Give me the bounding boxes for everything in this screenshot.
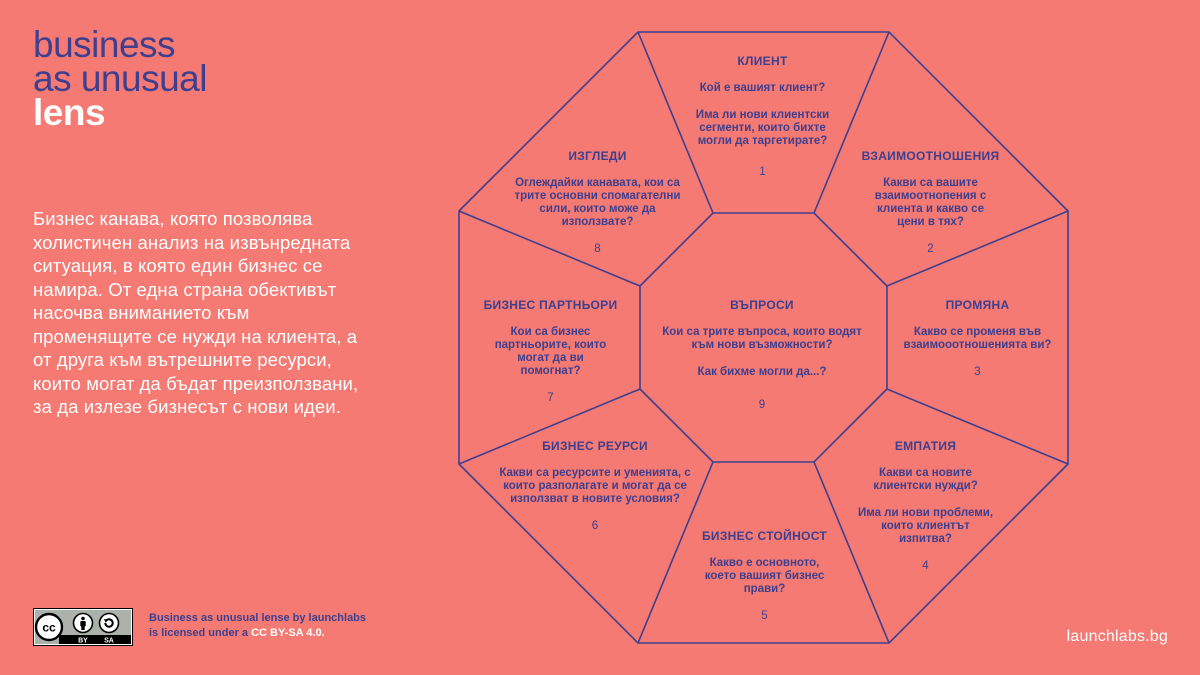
segment-title: ЕМПАТИЯ [894, 439, 957, 453]
segment-title: БИЗНЕС СТОЙНОСТ [702, 529, 827, 543]
cc-icon: cc [34, 612, 64, 642]
segment-question-2: Има ли нови проблеми, които клиентът изп… [857, 507, 994, 545]
segment-number: 4 [922, 560, 929, 572]
logo-line-as-unusual: as unusual [33, 58, 207, 99]
cc-by-sa-badge[interactable]: cc BY SA [33, 608, 133, 646]
divider-6 [637, 461, 714, 644]
segment-question: Кои са бизнес партньорите, които могат д… [494, 326, 607, 377]
segment-number: 8 [594, 243, 601, 255]
segment-number: 6 [591, 520, 599, 532]
divider-5 [813, 461, 890, 644]
segment-client: КЛИЕНТ Кой е вашият клиент? Има ли нови … [680, 55, 845, 179]
segment-title: КЛИЕНТ [737, 54, 788, 68]
octagon-diagram [458, 31, 1069, 644]
divider-4 [886, 388, 1069, 465]
segment-question-2: Как бихме могли да...? [697, 366, 827, 378]
license-text: Business as unusual lense by launchlabs … [149, 611, 366, 641]
segment-change: ПРОМЯНА Какво се променя във взаимооотно… [895, 299, 1060, 379]
segment-question: Кои са трите въпроса, които водят към но… [662, 326, 862, 351]
segment-number: 3 [974, 366, 981, 378]
segment-number: 7 [547, 392, 554, 404]
brand-logo: business as unusual lens [33, 24, 207, 133]
segment-title: ПРОМЯНА [945, 298, 1010, 312]
segment-question: Оглеждайки канавата, кои са трите основн… [514, 177, 681, 228]
segment-outlook: ИЗГЛЕДИ Оглеждайки канавата, кои са трит… [505, 150, 690, 256]
segment-number: 1 [759, 166, 766, 178]
license-line-1: Business as unusual lense by launchlabs [149, 612, 367, 624]
divider-7 [458, 388, 641, 465]
divider-3 [886, 210, 1069, 287]
svg-text:cc: cc [42, 621, 56, 635]
segment-relationships: ВЗАИМООТНОШЕНИЯ Какви са вашите взаимоот… [848, 150, 1013, 256]
badge-by-label: BY [78, 638, 88, 645]
segment-title: ИЗГЛЕДИ [568, 149, 627, 163]
divider-2 [813, 31, 890, 214]
segment-question: Какви са новите клиентски нужди? [873, 467, 978, 492]
segment-question-2: Има ли нови клиентски сегменти, които би… [695, 109, 830, 147]
divider-1 [637, 31, 714, 214]
sa-share-alike-icon [98, 612, 120, 634]
license-link[interactable]: CC BY-SA 4.0. [251, 627, 325, 639]
badge-sa-label: SA [104, 638, 114, 645]
license-line-2: is licensed under a CC BY-SA 4.0. [149, 626, 366, 641]
intro-description: Бизнес канава, която позволява холистиче… [33, 208, 359, 417]
segment-title: ВЪПРОСИ [730, 298, 794, 312]
segment-business-value: БИЗНЕС СТОЙНОСТ Какво е основното, което… [682, 530, 847, 623]
by-person-icon [72, 612, 94, 634]
segment-business-partners: БИЗНЕС ПАРТНЬОРИ Кои са бизнес партньори… [468, 299, 633, 405]
logo-line-business: business [33, 24, 176, 65]
segment-number: 5 [761, 610, 768, 622]
website-link[interactable]: launchlabs.bg [1066, 628, 1168, 645]
segment-number: 2 [927, 243, 934, 255]
segment-number: 9 [758, 399, 766, 411]
logo-line-lens: lens [33, 92, 106, 133]
segment-question: Какви са вашите взаимоотнопения с клиент… [874, 177, 987, 228]
segment-title: БИЗНЕС ПАРТНЬОРИ [483, 298, 618, 312]
segment-title: ВЗАИМООТНОШЕНИЯ [861, 149, 1000, 163]
segment-empathy: ЕМПАТИЯ Какви са новите клиентски нужди?… [843, 440, 1008, 573]
license-prefix: is licensed under a [149, 627, 252, 639]
segment-business-resources: БИЗНЕС РЕУРСИ Какви са ресурсите и умени… [490, 440, 700, 533]
segment-question: Какви са ресурсите и уменията, с които р… [499, 467, 691, 505]
divider-8 [458, 210, 641, 287]
segment-questions-center: ВЪПРОСИ Кои са трите въпроса, които водя… [646, 299, 878, 412]
segment-question: Кой е вашият клиент? [699, 82, 826, 94]
segment-title: БИЗНЕС РЕУРСИ [542, 439, 648, 453]
segment-question: Какво се променя във взаимооотношенията … [903, 326, 1052, 351]
segment-question: Какво е основното, което вашият бизнес п… [704, 557, 825, 595]
